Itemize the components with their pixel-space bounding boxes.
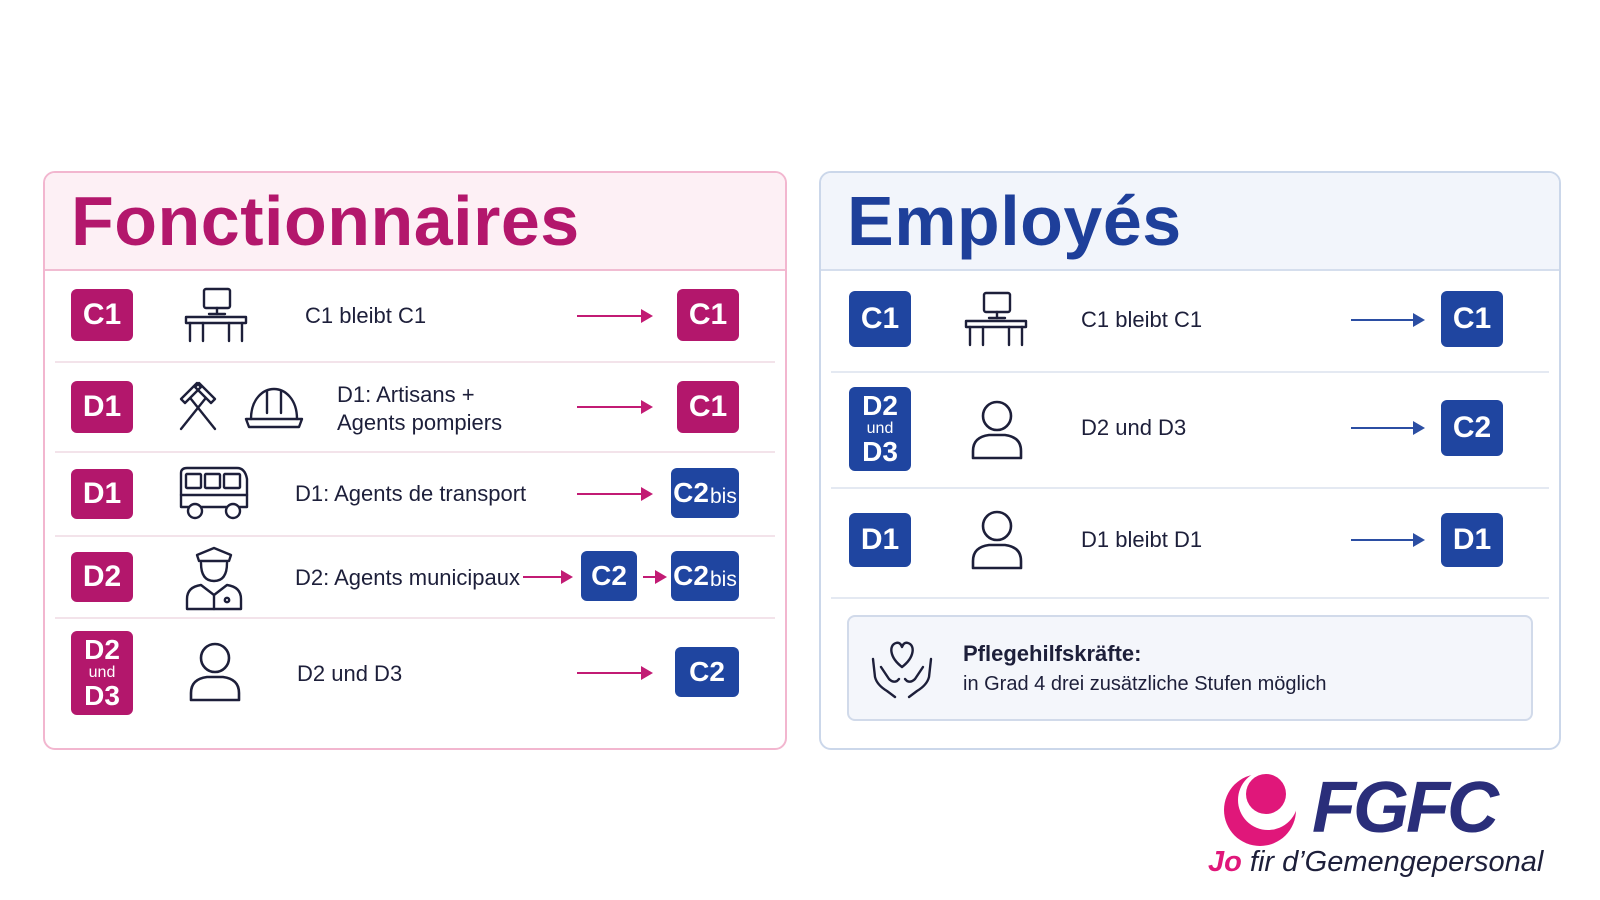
fonctionnaires-header: Fonctionnaires xyxy=(45,173,785,271)
desk-computer-icon xyxy=(964,291,1028,347)
row-text: D2 und D3 xyxy=(297,661,403,686)
arrow xyxy=(577,666,653,680)
mid-badge: C2 xyxy=(581,551,637,601)
row-text: D2: Agents municipaux xyxy=(295,565,521,590)
fgfc-logo: FGFC Jo fir d’Gemengepersonal xyxy=(1208,768,1548,878)
from-mid: und xyxy=(866,420,894,437)
from-badge-stack: D2 und D3 xyxy=(71,631,133,715)
desk-computer-icon xyxy=(184,287,248,343)
to-badge-main: C2 xyxy=(673,477,709,508)
to-badge: C1 xyxy=(1441,291,1503,347)
from-bottom: D3 xyxy=(84,680,120,711)
from-badge-stack: D2 und D3 xyxy=(849,387,911,471)
caring-hands-heart-icon xyxy=(871,641,933,699)
to-badge: C1 xyxy=(677,289,739,341)
empl-row-1: C1 C1 bleibt C1 C1 xyxy=(831,271,1549,373)
row-text: D1: Agents de transport xyxy=(295,481,527,506)
empl-row-3: D1 D1 bleibt D1 D1 xyxy=(831,489,1549,599)
care-title: Pflegehilfskräfte: xyxy=(963,641,1142,666)
row-text: C1 bleibt C1 xyxy=(1081,307,1203,332)
fonct-row-2: D1 D1: Artisans + Agents pompiers C1 xyxy=(55,363,775,453)
fonct-row-5: D2 und D3 D2 und D3 C2 xyxy=(55,619,775,739)
employes-panel: Employés C1 C1 bleibt C1 C1 D2 und D3 D2 xyxy=(819,171,1561,750)
to-badge: D1 xyxy=(1441,513,1503,567)
to-badge-sub: bis xyxy=(709,568,737,591)
row-text-line2: Agents pompiers xyxy=(337,410,503,435)
from-badge: D1 xyxy=(71,469,133,519)
row-text: D1 bleibt D1 xyxy=(1081,527,1203,552)
logo-name: FGFC xyxy=(1312,768,1499,848)
from-badge: D2 xyxy=(71,552,133,602)
person-icon xyxy=(189,642,241,702)
arrow xyxy=(577,487,653,501)
police-officer-icon xyxy=(185,546,243,611)
arrow xyxy=(643,570,667,584)
employes-header: Employés xyxy=(821,173,1559,271)
to-badge: C1 xyxy=(677,381,739,433)
from-bottom: D3 xyxy=(862,436,898,467)
to-badge-sub: bis xyxy=(709,485,737,508)
to-badge: C2 xyxy=(1441,400,1503,456)
from-badge: C1 xyxy=(849,291,911,347)
arrow xyxy=(523,570,573,584)
care-text: in Grad 4 drei zusätzliche Stufen möglic… xyxy=(963,673,1327,695)
arrow xyxy=(577,400,653,414)
fonct-row-1: C1 C1 bleibt C1 C1 xyxy=(55,271,775,363)
empl-row-2: D2 und D3 D2 und D3 C2 xyxy=(831,373,1549,489)
arrow xyxy=(577,309,653,323)
arrow xyxy=(1351,313,1425,327)
logo-tag-rest: fir d’Gemengepersonal xyxy=(1241,846,1544,878)
row-text: D2 und D3 xyxy=(1081,415,1187,440)
logo-circle-icon xyxy=(1224,770,1298,846)
from-top: D2 xyxy=(84,634,120,665)
hammers-icon xyxy=(179,381,217,431)
to-badge: C2 xyxy=(675,647,739,697)
from-badge: D1 xyxy=(849,513,911,567)
from-top: D2 xyxy=(862,390,898,421)
arrow xyxy=(1351,533,1425,547)
employes-title: Employés xyxy=(847,182,1182,260)
from-mid: und xyxy=(88,664,116,681)
logo-tag-highlight: Jo xyxy=(1208,846,1242,878)
to-badge-main: C2 xyxy=(673,560,709,591)
row-text: C1 bleibt C1 xyxy=(305,303,427,328)
from-badge: D1 xyxy=(71,381,133,433)
person-icon xyxy=(971,400,1023,460)
logo-tagline: Jo fir d’Gemengepersonal xyxy=(1208,846,1543,879)
person-icon xyxy=(971,510,1023,570)
from-badge: C1 xyxy=(71,289,133,341)
fonctionnaires-title: Fonctionnaires xyxy=(71,182,580,260)
care-info-box: Pflegehilfskräfte: in Grad 4 drei zusätz… xyxy=(847,615,1533,721)
fonctionnaires-panel: Fonctionnaires C1 C1 bleibt C1 C1 D1 xyxy=(43,171,787,750)
arrow xyxy=(1351,421,1425,435)
helmet-icon xyxy=(244,387,304,429)
row-text-line1: D1: Artisans + xyxy=(337,382,475,407)
bus-icon xyxy=(179,466,249,520)
